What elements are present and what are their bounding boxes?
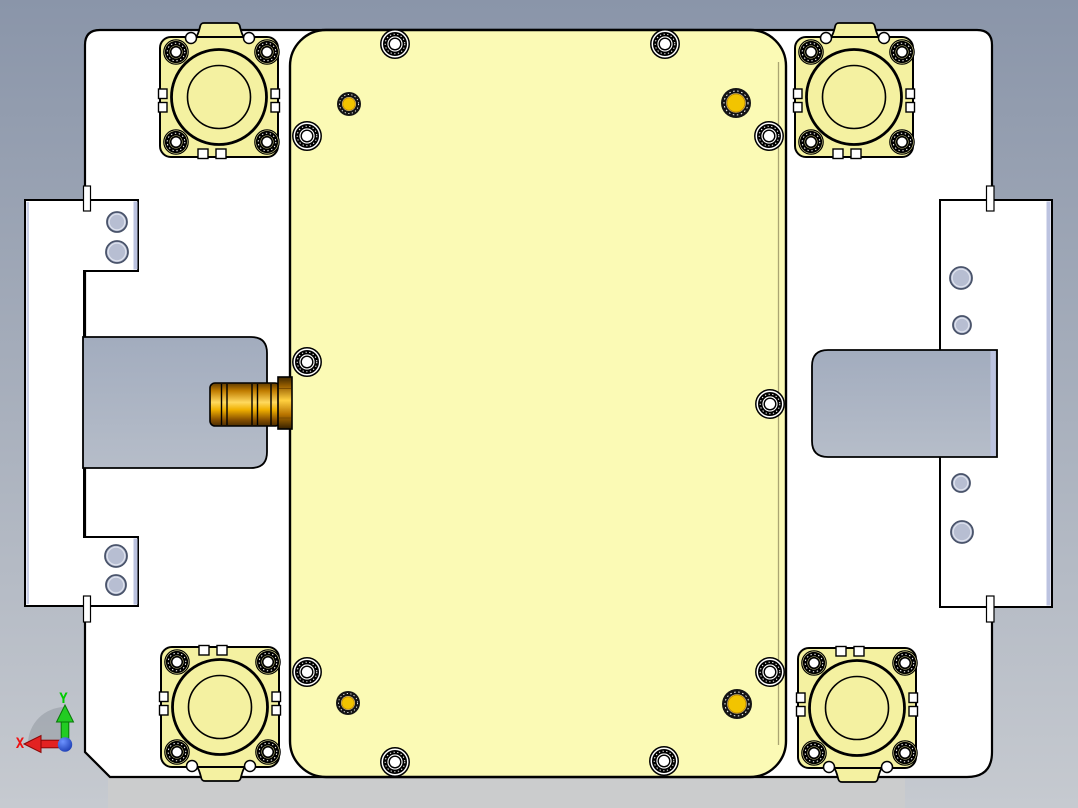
locating-pin-large[interactable] [720,87,752,119]
locating-pin-small[interactable] [336,91,362,117]
bracket-edge-highlight [133,538,138,605]
bracket-holes-left [104,211,129,596]
air-cylinder-bottom-right[interactable] [797,647,918,783]
bracket-holes-right [949,266,974,544]
plate-screw[interactable] [293,122,321,150]
triad-origin [57,737,73,752]
locating-pin-small[interactable] [335,690,361,716]
bracket-edge-highlight [26,202,29,604]
edge-slot [82,595,92,623]
fixture-plate[interactable] [288,28,788,779]
bracket-edge-highlight [133,201,138,270]
plate-screw[interactable] [381,30,409,58]
plate-screw[interactable] [381,748,409,776]
right-pocket[interactable] [811,349,998,458]
shadow-strip [108,777,905,808]
bracket-hole[interactable] [106,211,128,233]
fitting-hex-nut [277,376,293,430]
triad-y-label: Y [59,691,68,707]
triad-y-arrowhead [55,703,75,723]
left-pocket[interactable] [82,336,268,469]
bracket-hole[interactable] [105,574,127,596]
air-cylinder-top-left[interactable] [159,23,280,159]
edge-slot [985,595,995,623]
triad-x-label: X [16,736,25,752]
edge-slot [985,185,995,212]
plate-screw[interactable] [756,658,784,686]
locating-pin-large[interactable] [721,688,753,720]
plate-screw[interactable] [756,390,784,418]
plate-screw[interactable] [755,122,783,150]
edge-slot [82,185,92,212]
plate-screw[interactable] [651,30,679,58]
air-cylinder-top-right[interactable] [794,23,915,159]
bracket-hole[interactable] [949,266,973,290]
bracket-edge-highlight [1046,201,1051,606]
bracket-hole[interactable] [105,240,129,264]
plate-screw[interactable] [293,658,321,686]
hose-barb-fitting[interactable] [209,376,293,430]
bracket-hole[interactable] [950,520,974,544]
triad-shadow [28,707,65,744]
left-clamp-bracket[interactable] [24,199,139,607]
triad-x-arrowhead [22,734,42,754]
plate-screw[interactable] [650,747,678,775]
air-cylinder-bottom-left[interactable] [160,646,281,782]
pocket-edge-highlight [990,351,996,456]
plate-screw[interactable] [293,348,321,376]
bracket-hole[interactable] [104,544,128,568]
coordinate-triad: X Y [16,691,75,754]
